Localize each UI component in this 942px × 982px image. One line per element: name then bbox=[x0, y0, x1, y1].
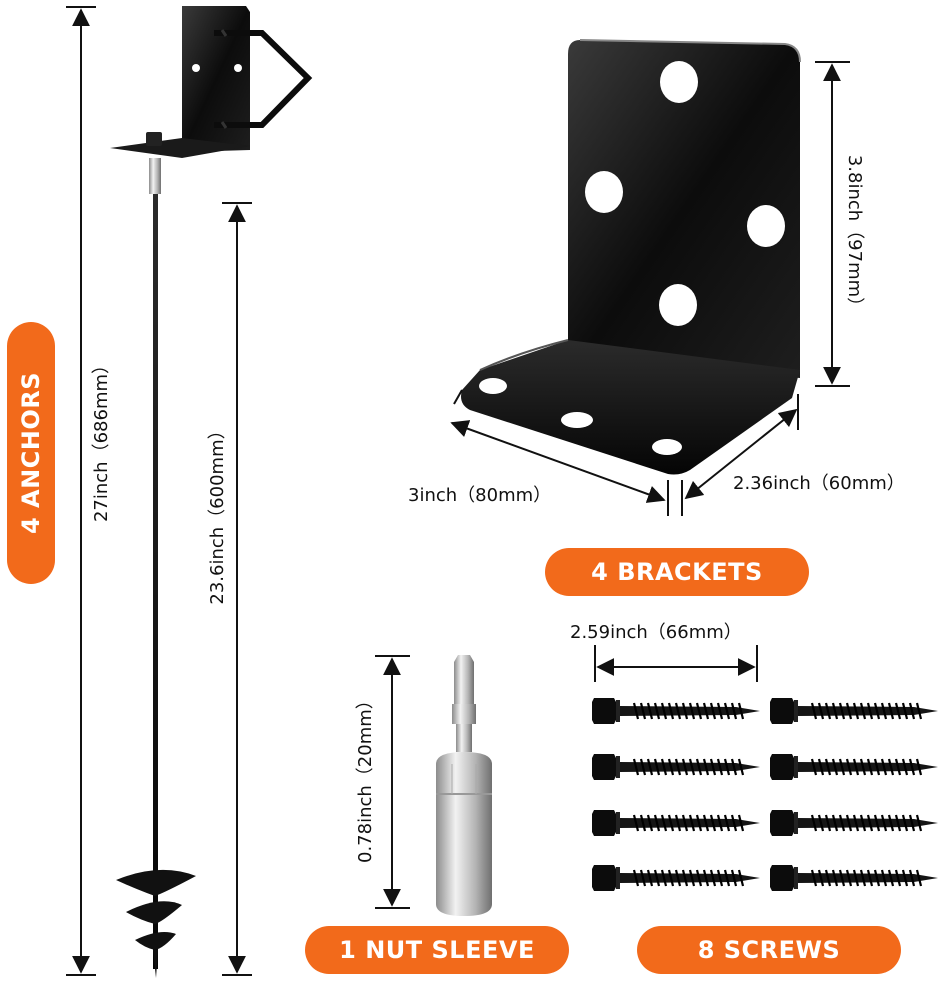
anchors-label-pill: 4 ANCHORS bbox=[7, 322, 55, 584]
sleeve-height-dimension bbox=[375, 655, 410, 909]
lag-screw bbox=[592, 754, 760, 780]
bracket-depth-dimension-label: 2.36inch（60mm） bbox=[733, 473, 905, 494]
screw-length-dimension bbox=[594, 645, 758, 682]
lag-screw bbox=[592, 865, 760, 891]
anchor-total-dimension-label: 27inch（686mm） bbox=[91, 355, 112, 523]
sleeve-height-dimension-label: 0.78inch（20mm） bbox=[355, 691, 376, 863]
lag-screw bbox=[770, 754, 938, 780]
screws-label: 8 SCREWS bbox=[697, 936, 841, 964]
bracket-width-dimension bbox=[450, 389, 669, 516]
nut-sleeve-label-pill: 1 NUT SLEEVE bbox=[305, 926, 569, 974]
ground-anchor-icon bbox=[110, 6, 313, 978]
brackets-label-pill: 4 BRACKETS bbox=[545, 548, 809, 596]
anchor-total-dimension bbox=[66, 6, 96, 976]
lag-screw bbox=[770, 810, 938, 836]
screws-label-pill: 8 SCREWS bbox=[637, 926, 901, 974]
nut-sleeve-label: 1 NUT SLEEVE bbox=[339, 936, 535, 964]
bracket-depth-dimension bbox=[681, 394, 799, 516]
lag-screw bbox=[592, 698, 760, 724]
bracket-height-dimension bbox=[815, 61, 850, 387]
lag-screw bbox=[592, 810, 760, 836]
screw-length-dimension-label: 2.59inch（66mm） bbox=[570, 622, 742, 643]
bracket-width-dimension-label: 3inch（80mm） bbox=[408, 485, 552, 506]
lag-screw-icon bbox=[592, 698, 938, 891]
lag-screw bbox=[770, 865, 938, 891]
lag-screw bbox=[770, 698, 938, 724]
bracket-height-dimension-label: 3.8inch（97mm） bbox=[844, 154, 865, 316]
anchor-rod-dimension bbox=[222, 202, 252, 976]
l-bracket-icon bbox=[461, 39, 801, 475]
nut-sleeve-icon bbox=[436, 655, 492, 916]
anchor-rod-dimension-label: 23.6inch（600mm） bbox=[207, 421, 228, 605]
brackets-label: 4 BRACKETS bbox=[591, 558, 763, 586]
anchors-label: 4 ANCHORS bbox=[17, 371, 45, 535]
